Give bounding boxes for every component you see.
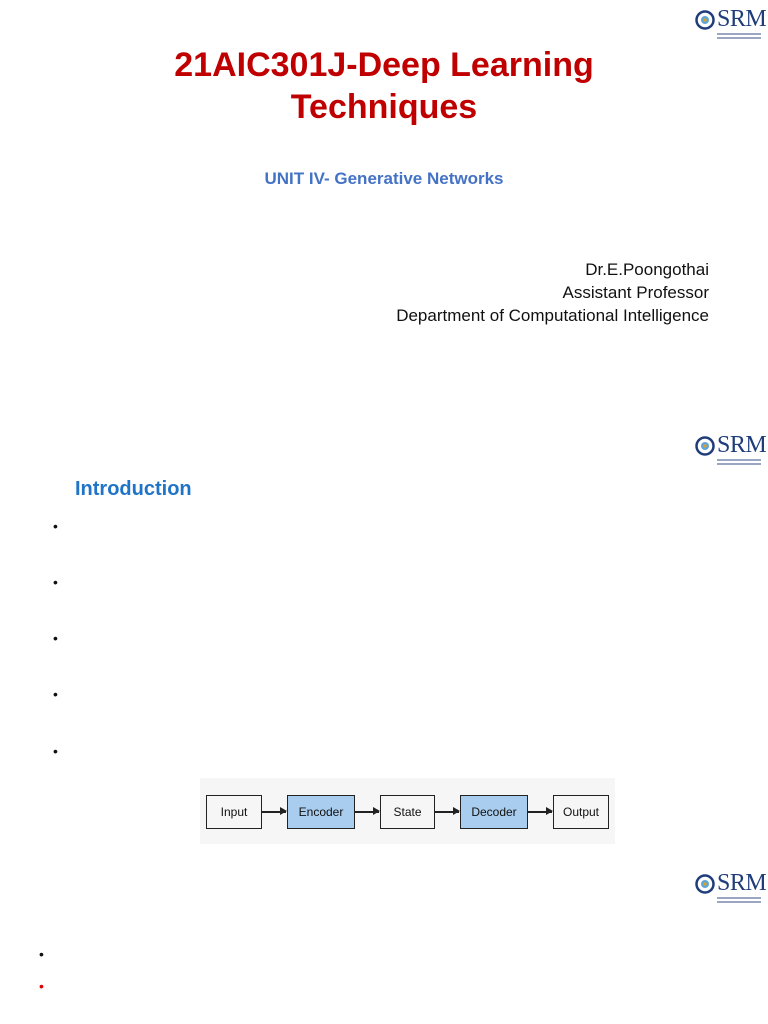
author-block: Dr.E.Poongothai Assistant Professor Depa… [396, 258, 709, 327]
logo-text: SRM [717, 6, 767, 32]
encoder-decoder-diagram: Input Encoder State Decoder Output [200, 778, 615, 844]
bullet-point: • [53, 518, 58, 534]
srm-logo: SRM [695, 431, 767, 467]
srm-emblem-icon [695, 10, 715, 30]
bullet-point-red: • [39, 978, 44, 994]
diagram-box-output: Output [553, 795, 609, 829]
author-department: Department of Computational Intelligence [396, 306, 709, 325]
bullet-point: • [53, 686, 58, 702]
arrow-icon [528, 808, 553, 814]
logo-text: SRM [717, 432, 767, 458]
title-line-1: 21AIC301J-Deep Learning [174, 46, 594, 84]
srm-emblem-icon [695, 874, 715, 894]
title-slide: SRM 21AIC301J-Deep Learning Techniques U… [0, 0, 768, 410]
arrow-icon [355, 808, 380, 814]
section-heading: Introduction [75, 478, 192, 500]
bullet-point: • [53, 630, 58, 646]
bullet-point: • [53, 743, 58, 759]
bullet-point: • [39, 946, 44, 962]
third-slide: SRM • • [0, 860, 768, 1024]
author-name: Dr.E.Poongothai [585, 260, 709, 279]
arrow-icon [262, 808, 287, 814]
logo-text: SRM [717, 870, 767, 896]
arrow-icon [435, 808, 460, 814]
diagram-box-encoder: Encoder [287, 795, 355, 829]
diagram-box-state: State [380, 795, 435, 829]
slide-title: 21AIC301J-Deep Learning Techniques [0, 44, 768, 128]
title-line-2: Techniques [290, 88, 478, 126]
srm-emblem-icon [695, 436, 715, 456]
author-role: Assistant Professor [562, 283, 709, 302]
diagram-box-decoder: Decoder [460, 795, 528, 829]
srm-logo: SRM [695, 5, 767, 41]
slide-subtitle: UNIT IV- Generative Networks [264, 169, 504, 188]
diagram-box-input: Input [206, 795, 262, 829]
srm-logo: SRM [695, 869, 767, 905]
introduction-slide: SRM Introduction • • • • • Input Encoder… [0, 420, 768, 860]
bullet-point: • [53, 574, 58, 590]
